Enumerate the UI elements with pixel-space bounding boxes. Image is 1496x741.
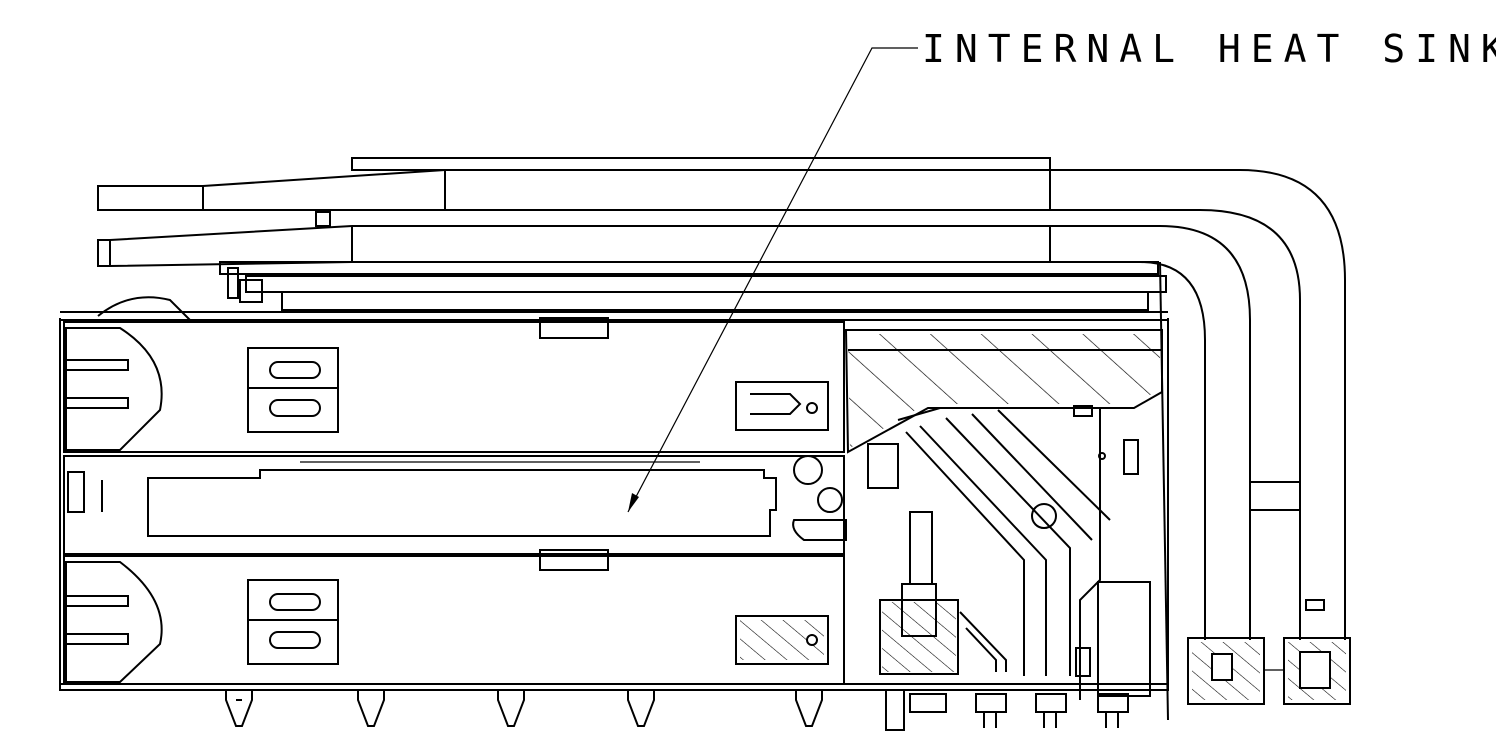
upper-port	[63, 296, 845, 453]
heat-pipes	[1050, 169, 1351, 705]
connector-contacts	[867, 407, 1151, 700]
callout-leader	[627, 47, 918, 513]
internal-heat-sink	[63, 455, 847, 555]
hatched-heat-spreader	[844, 329, 1163, 454]
lower-port	[63, 549, 845, 685]
callout-label: INTERNAL HEAT SINK	[922, 27, 1496, 71]
press-fit-pins	[225, 689, 1129, 731]
